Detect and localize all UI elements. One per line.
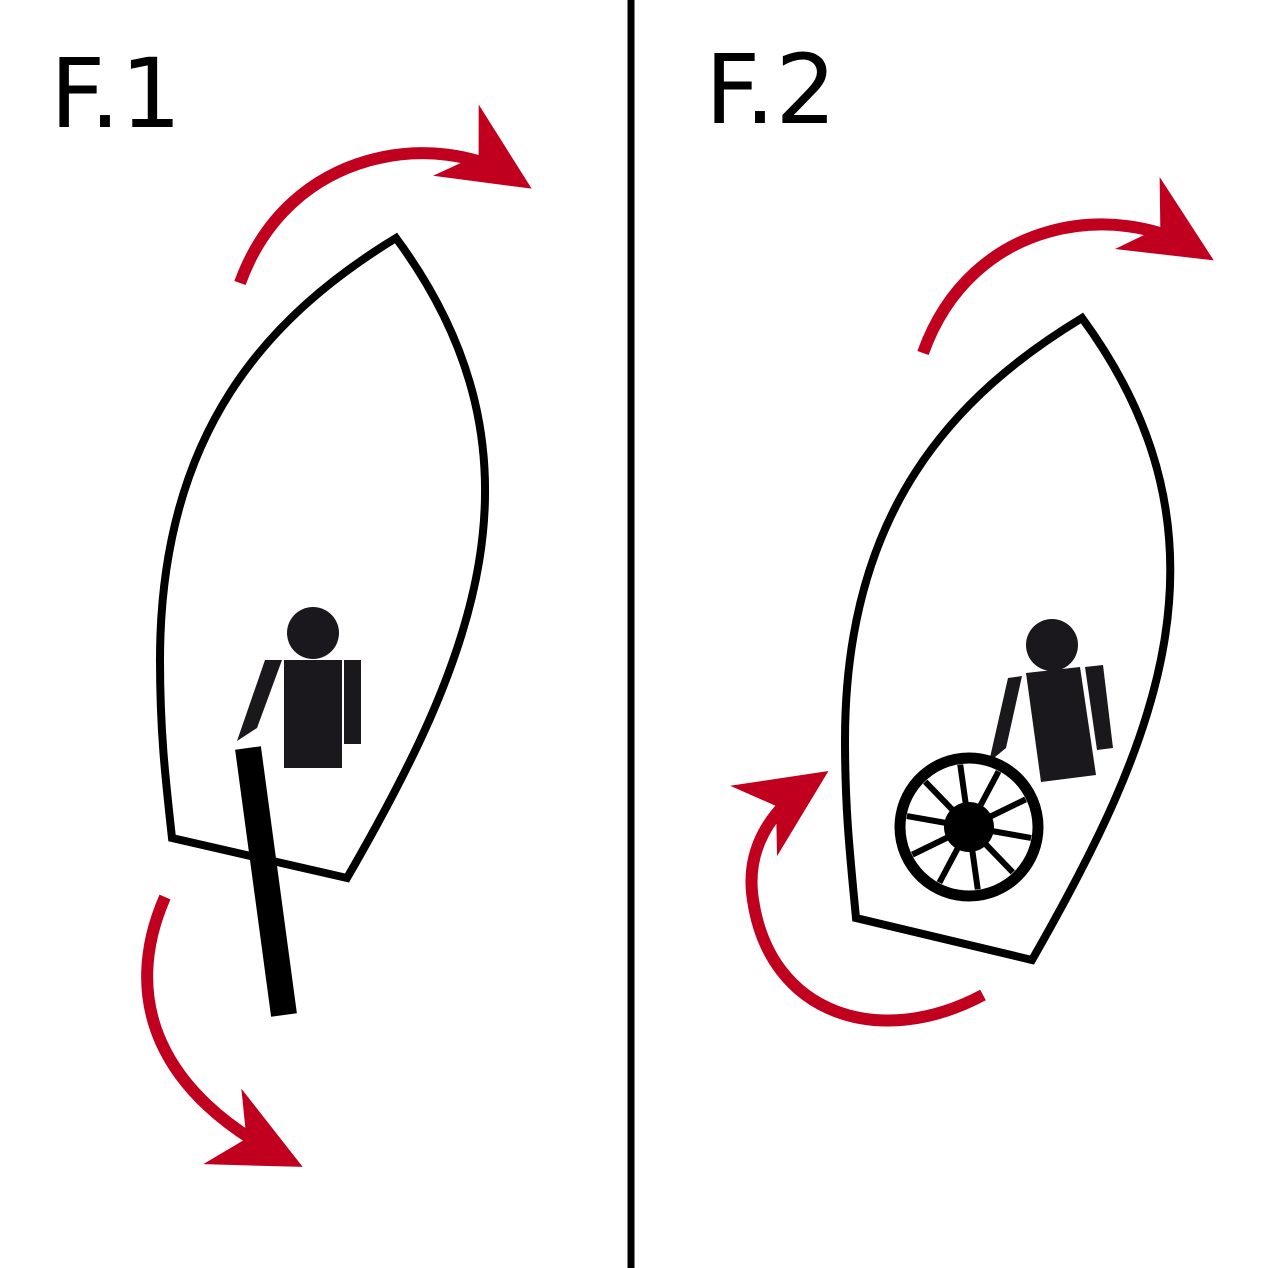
ship-wheel-icon [894, 752, 1044, 902]
curved-arrow-icon [234, 104, 532, 286]
person-icon [237, 607, 361, 768]
boat-hull-icon [155, 232, 490, 883]
person-icon [989, 619, 1113, 782]
wheel-spoke [968, 824, 1032, 841]
panel-f2 [730, 177, 1214, 1027]
panel-label-f1: F.1 [50, 38, 182, 150]
curved-arrow-icon [730, 771, 986, 1027]
curved-arrow-icon [917, 177, 1214, 356]
boat-hull-icon [840, 312, 1175, 965]
panel-f1 [141, 104, 532, 1167]
tiller-icon [235, 746, 297, 1017]
curved-arrow-icon [141, 894, 303, 1167]
panel-label-f2: F.2 [705, 34, 837, 146]
